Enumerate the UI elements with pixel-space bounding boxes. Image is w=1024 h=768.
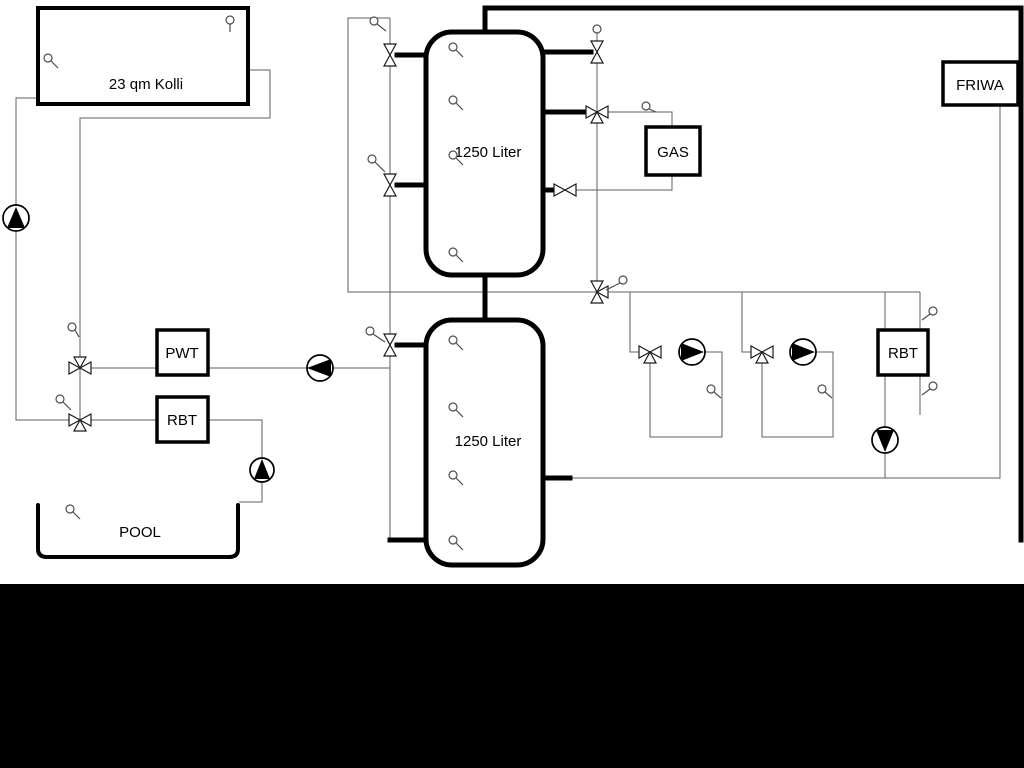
shutoff-valve-icon <box>382 43 398 67</box>
rbt-left: RBT <box>155 395 210 444</box>
thick-pipe-network <box>387 5 1024 543</box>
three-way-valve-icon <box>585 104 609 124</box>
buffer-tank-top-label: 1250 Liter <box>455 144 522 161</box>
pump-icon <box>2 204 30 232</box>
pump-icon <box>871 426 899 454</box>
temperature-sensor-icon <box>365 326 386 343</box>
rbt-right-label: RBT <box>888 345 918 362</box>
temperature-sensor-icon <box>369 16 387 32</box>
solar-collector: 23 qm Kolli <box>36 6 250 106</box>
three-way-valve-icon <box>750 344 774 364</box>
pump-icon <box>678 338 706 366</box>
rbt-right-box <box>876 328 930 377</box>
shutoff-valve-icon <box>382 173 398 197</box>
solar-collector-box <box>36 6 250 106</box>
pwt-box <box>155 328 210 377</box>
temperature-sensor-icon <box>448 150 464 166</box>
friwa-label: FRIWA <box>956 77 1004 94</box>
temperature-sensor-icon <box>225 15 235 32</box>
temperature-sensor-icon <box>55 394 72 411</box>
temperature-sensor-icon <box>921 306 938 321</box>
temperature-sensor-icon <box>448 535 464 551</box>
temperature-sensor-icon <box>67 322 80 338</box>
shutoff-valve-icon <box>382 333 398 357</box>
gas-boiler-label: GAS <box>657 144 689 161</box>
rbt-left-label: RBT <box>167 412 197 429</box>
temperature-sensor-icon <box>605 275 628 291</box>
temperature-sensor-icon <box>448 470 464 486</box>
three-way-valve-icon <box>68 412 92 432</box>
gas-boiler: GAS <box>644 125 702 177</box>
temperature-sensor-icon <box>367 154 386 173</box>
three-way-valve-icon <box>589 280 609 304</box>
shutoff-valve-icon <box>553 182 577 198</box>
temperature-sensor-icon <box>448 247 464 263</box>
rbt-right: RBT <box>876 328 930 377</box>
gas-boiler-box <box>644 125 702 177</box>
temperature-sensor-icon <box>65 504 81 520</box>
friwa-station: FRIWA <box>941 60 1020 107</box>
rbt-left-box <box>155 395 210 444</box>
pump-icon <box>306 354 334 382</box>
pool-basin: POOL <box>36 503 240 559</box>
temperature-sensor-icon <box>921 381 938 396</box>
solar-collector-label: 23 qm Kolli <box>109 76 183 93</box>
buffer-tank-bottom: 1250 Liter <box>423 317 546 568</box>
temperature-sensor-icon <box>706 384 722 399</box>
buffer-tank-top-body <box>423 29 546 278</box>
temperature-sensor-icon <box>817 384 833 399</box>
temperature-sensor-icon <box>448 95 464 111</box>
pwt-label: PWT <box>165 345 198 362</box>
three-way-valve-icon <box>68 356 92 376</box>
shutoff-valve-icon <box>589 40 605 64</box>
pump-icon <box>789 338 817 366</box>
three-way-valve-icon <box>638 344 662 364</box>
temperature-sensor-icon <box>448 42 464 58</box>
friwa-box <box>941 60 1020 107</box>
buffer-tank-bottom-label: 1250 Liter <box>455 433 522 450</box>
buffer-tank-bottom-body <box>423 317 546 568</box>
temperature-sensor-icon <box>448 335 464 351</box>
buffer-tank-top: 1250 Liter <box>423 29 546 278</box>
temperature-sensor-icon <box>592 24 602 34</box>
bottom-black-band <box>0 584 1024 768</box>
temperature-sensor-icon <box>43 53 59 69</box>
pool-label: POOL <box>119 524 161 541</box>
temperature-sensor-icon <box>448 402 464 418</box>
pwt-heat-exchanger: PWT <box>155 328 210 377</box>
temperature-sensor-icon <box>641 101 657 113</box>
pump-icon <box>249 457 275 483</box>
pool-outline <box>36 503 240 559</box>
